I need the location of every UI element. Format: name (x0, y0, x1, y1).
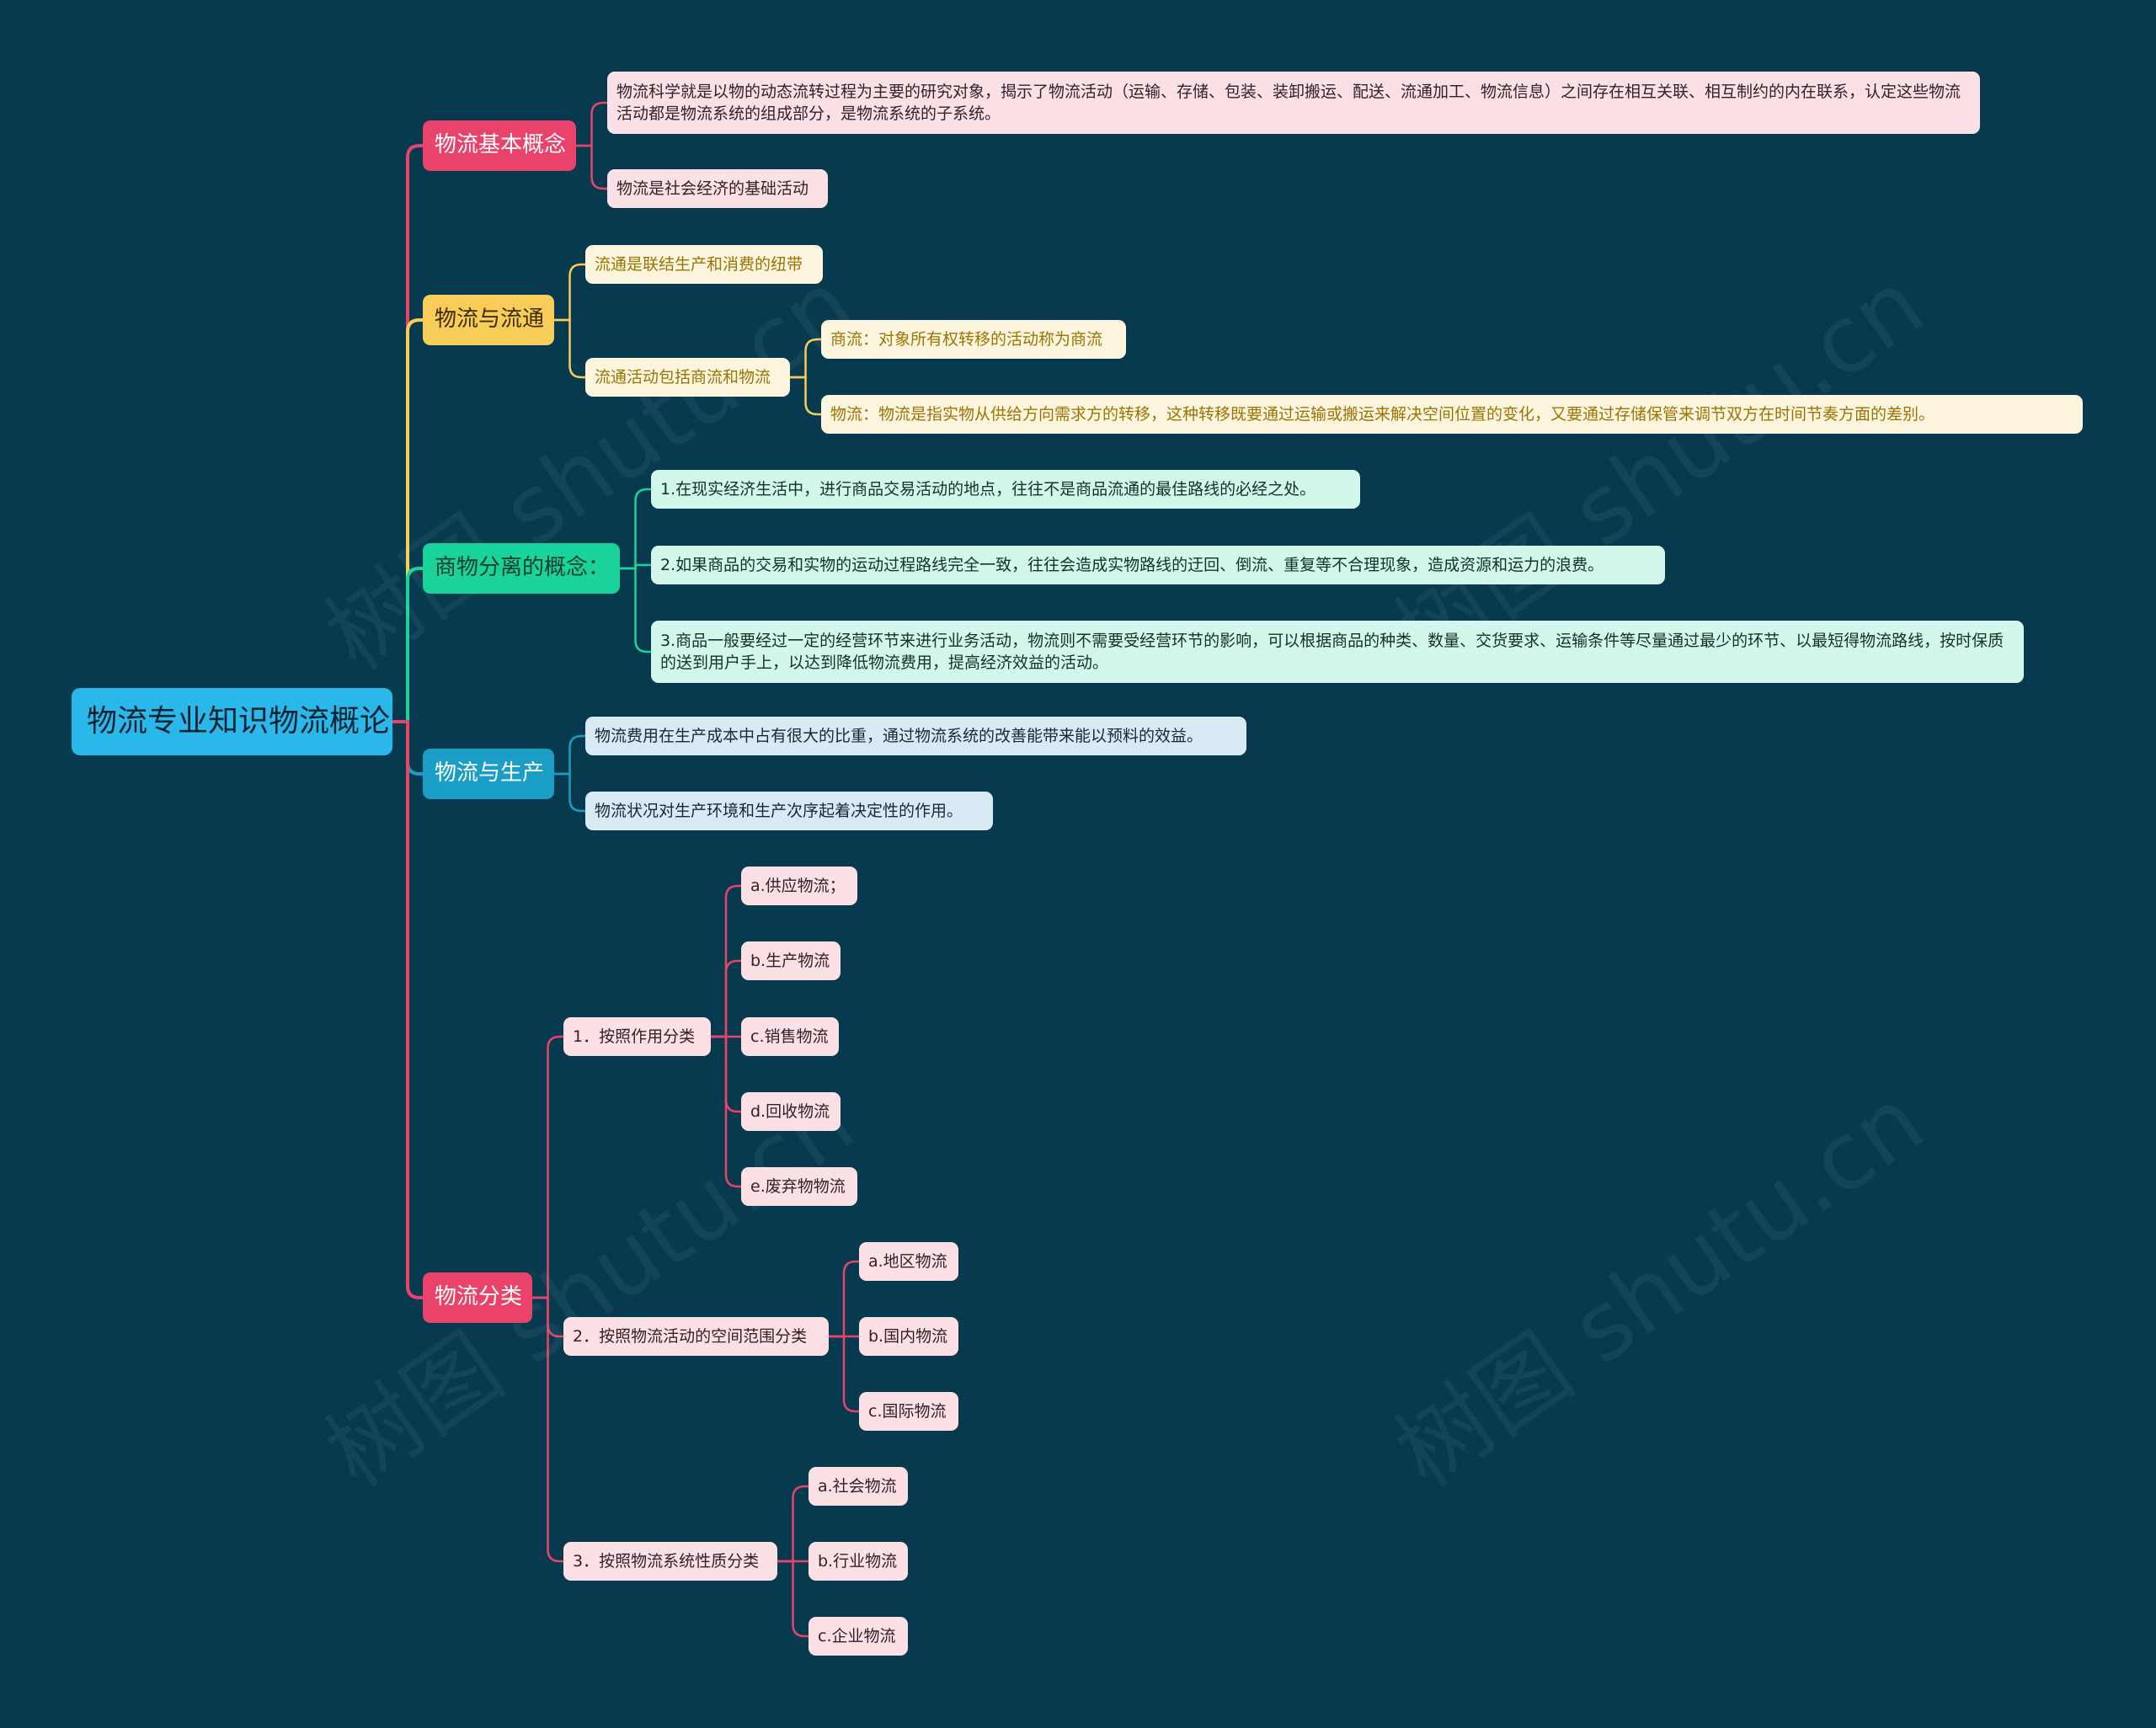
connector-leaf-circulation-includes (552, 318, 587, 379)
leaf-social-logistics[interactable]: a.社会物流 (808, 1467, 908, 1506)
connector-leaf-commercial-flow (788, 338, 823, 379)
connector-leaf-separation-point-1 (618, 488, 653, 570)
leaf-circulation-includes[interactable]: 流通活动包括商流和物流 (585, 358, 790, 397)
leaf-production-logistics[interactable]: b.生产物流 (741, 941, 841, 980)
leaf-international-logistics[interactable]: c.国际物流 (859, 1392, 958, 1431)
leaf-sales-logistics[interactable]: c.销售物流 (741, 1017, 839, 1056)
branch-separation-concept[interactable]: 商物分离的概念： (423, 543, 620, 594)
leaf-separation-point-3[interactable]: 3.商品一般要经过一定的经营环节来进行业务活动，物流则不需要受经营环节的影响，可… (651, 621, 2024, 683)
connector-leaf-classify-by-function (531, 1035, 565, 1299)
connector-leaf-international-logistics (827, 1335, 861, 1413)
leaf-logistics-basic-activity[interactable]: 物流是社会经济的基础活动 (607, 169, 828, 208)
connector-leaf-separation-point-2 (618, 563, 653, 570)
connector-leaf-separation-point-3 (618, 567, 653, 653)
leaf-circulation-link[interactable]: 流通是联结生产和消费的纽带 (585, 245, 823, 284)
leaf-regional-logistics[interactable]: a.地区物流 (859, 1242, 958, 1281)
leaf-separation-point-1[interactable]: 1.在现实经济生活中，进行商品交易活动的地点，往往不是商品流通的最佳路线的必经之… (651, 470, 1360, 509)
connector-leaf-logistics-basic-activity (574, 144, 609, 190)
leaf-supply-logistics[interactable]: a.供应物流； (741, 867, 857, 905)
leaf-classify-by-function[interactable]: 1．按照作用分类 (563, 1017, 711, 1056)
branch-logistics-basic-concept[interactable]: 物流基本概念 (423, 120, 576, 171)
connector-leaf-regional-logistics (827, 1260, 861, 1338)
connector-leaf-social-logistics (776, 1485, 810, 1563)
leaf-production-environment[interactable]: 物流状况对生产环境和生产次序起着决定性的作用。 (585, 792, 993, 830)
leaf-industry-logistics[interactable]: b.行业物流 (808, 1542, 908, 1581)
leaf-production-cost[interactable]: 物流费用在生产成本中占有很大的比重，通过物流系统的改善能带来能以预料的效益。 (585, 717, 1246, 755)
connector-branch-logistics-classification (391, 720, 424, 1299)
leaf-classify-by-spatial-range[interactable]: 2．按照物流活动的空间范围分类 (563, 1317, 829, 1356)
connector-leaf-classify-by-system-nature (531, 1296, 565, 1563)
leaf-physical-flow[interactable]: 物流：物流是指实物从供给方向需求方的转移，这种转移既要通过运输或搬运来解决空间位… (821, 395, 2083, 434)
connector-leaf-enterprise-logistics (776, 1560, 810, 1638)
leaf-separation-point-2[interactable]: 2.如果商品的交易和实物的运动过程路线完全一致，往往会造成实物路线的迂回、倒流、… (651, 546, 1665, 584)
connector-leaf-production-environment (552, 772, 587, 813)
branch-logistics-classification[interactable]: 物流分类 (423, 1272, 532, 1323)
connector-leaf-waste-logistics (709, 1035, 743, 1188)
connector-leaf-circulation-link (552, 263, 587, 322)
connector-leaf-physical-flow (788, 376, 823, 416)
leaf-waste-logistics[interactable]: e.废弃物物流 (741, 1167, 857, 1206)
branch-logistics-and-production[interactable]: 物流与生产 (423, 749, 554, 799)
connector-leaf-logistics-science-definition (574, 101, 609, 147)
leaf-commercial-flow[interactable]: 商流：对象所有权转移的活动称为商流 (821, 320, 1126, 359)
leaf-recycling-logistics[interactable]: d.回收物流 (741, 1092, 841, 1131)
leaf-enterprise-logistics[interactable]: c.企业物流 (808, 1617, 908, 1656)
connector-branch-logistics-basic-concept (391, 144, 424, 723)
connector-leaf-production-logistics (709, 959, 743, 1038)
connector-leaf-supply-logistics (709, 884, 743, 1038)
root-topic[interactable]: 物流专业知识物流概论 (72, 688, 392, 755)
leaf-classify-by-system-nature[interactable]: 3．按照物流系统性质分类 (563, 1542, 777, 1581)
connector-leaf-production-cost (552, 734, 587, 776)
leaf-logistics-science-definition[interactable]: 物流科学就是以物的动态流转过程为主要的研究对象，揭示了物流活动（运输、存储、包装… (607, 72, 1980, 134)
leaf-domestic-logistics[interactable]: b.国内物流 (859, 1317, 958, 1356)
branch-logistics-and-circulation[interactable]: 物流与流通 (423, 295, 554, 345)
connector-branch-logistics-and-circulation (391, 318, 424, 723)
connector-branch-separation-concept (391, 567, 424, 723)
